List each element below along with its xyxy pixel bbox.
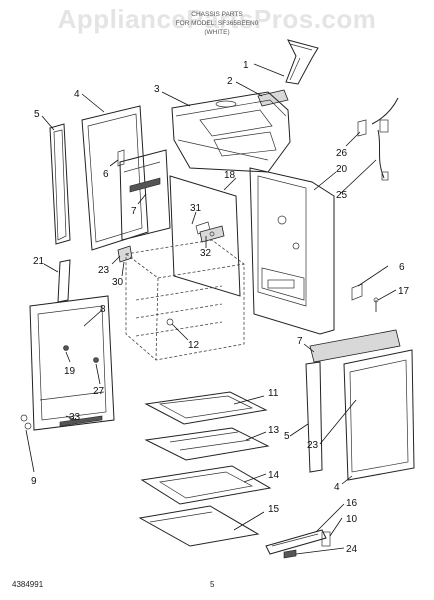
part-door-frame-left (81, 105, 149, 251)
part-vent-bracket (257, 89, 289, 107)
callout-label: 31 (190, 203, 202, 214)
leader-lines (25, 63, 397, 555)
header-title: CHASSIS PARTS (191, 11, 243, 18)
part-back-panel (249, 167, 335, 335)
callout-label: 10 (346, 514, 358, 525)
callout-label: 4 (334, 482, 340, 493)
callout-label: 7 (297, 336, 303, 347)
page-number: 5 (210, 580, 215, 589)
callout-label: 1 (243, 60, 249, 71)
part-seal-strip (57, 259, 71, 303)
part-hinge-clip-right (351, 283, 363, 301)
part-outer-door-panel (29, 295, 115, 431)
callout-label: 3 (154, 84, 160, 95)
callout-label: 27 (93, 386, 105, 397)
callout-label: 13 (268, 425, 280, 436)
callout-label: 8 (100, 304, 106, 315)
header-color: (WHITE) (204, 29, 230, 36)
callout-label: 23 (307, 440, 319, 451)
callout-label: 6 (399, 262, 405, 273)
callout-label: 12 (188, 340, 200, 351)
part-drawer-base (138, 505, 260, 547)
document-number: 4384991 (12, 580, 44, 589)
callout-label: 21 (33, 256, 45, 267)
part-hinge-clip-left (117, 149, 125, 167)
callout-label: 9 (31, 476, 37, 487)
callout-label: 24 (346, 544, 358, 555)
part-side-trim-left (49, 123, 71, 245)
part-vent-chimney (285, 39, 319, 85)
diagram-header: CHASSIS PARTS FOR MODEL: SF365BEEN0 (WHI… (0, 10, 434, 37)
part-top-frame (171, 91, 291, 173)
callout-label: 15 (268, 504, 280, 515)
callout-label: 7 (131, 206, 137, 217)
part-glass-panel-right (309, 329, 401, 363)
callout-label: 26 (336, 148, 348, 159)
watermark: AppliancePartsPros.com (57, 4, 377, 34)
callout-label: 30 (112, 277, 124, 288)
part-hinge-30 (117, 245, 133, 263)
part-spring (321, 531, 331, 547)
part-drawer-bracket (265, 529, 327, 555)
header-model: FOR MODEL: SF365BEEN0 (175, 20, 259, 27)
part-broil-grid (144, 427, 270, 461)
callout-label: 5 (34, 109, 40, 120)
callout-label: 18 (224, 170, 236, 181)
callout-label: 23 (98, 265, 110, 276)
part-side-trim-right (305, 361, 323, 473)
callout-label: 5 (284, 431, 290, 442)
callout-label: 17 (398, 286, 410, 297)
part-door-gasket (169, 175, 241, 297)
callout-label: 19 (64, 366, 76, 377)
callout-label: 16 (346, 498, 358, 509)
part-glass-panel-left (119, 149, 171, 241)
callout-label: 14 (268, 470, 280, 481)
callout-labels: 1 2 3 4 5 6 7 18 31 32 23 30 21 8 19 27 … (31, 60, 410, 555)
part-knob (20, 414, 32, 430)
part-handle-bar (59, 415, 103, 427)
part-door-screws (63, 345, 99, 363)
callout-label: 32 (200, 248, 212, 259)
callout-label: 25 (336, 190, 348, 201)
callout-label: 33 (69, 412, 81, 423)
callout-label: 4 (74, 89, 80, 100)
callout-label: 11 (268, 388, 279, 399)
part-screw (373, 297, 379, 312)
part-door-frame-right (343, 349, 415, 481)
part-rack-frame (140, 465, 272, 505)
part-clip (283, 549, 297, 559)
callout-label: 20 (336, 164, 348, 175)
part-wire-harness (371, 97, 399, 181)
callout-label: 2 (227, 76, 233, 87)
part-oven-cavity (125, 239, 245, 361)
part-wire-bracket (357, 119, 367, 137)
callout-label: 6 (103, 169, 109, 180)
part-latch (195, 221, 225, 243)
part-broil-tray (144, 391, 268, 425)
